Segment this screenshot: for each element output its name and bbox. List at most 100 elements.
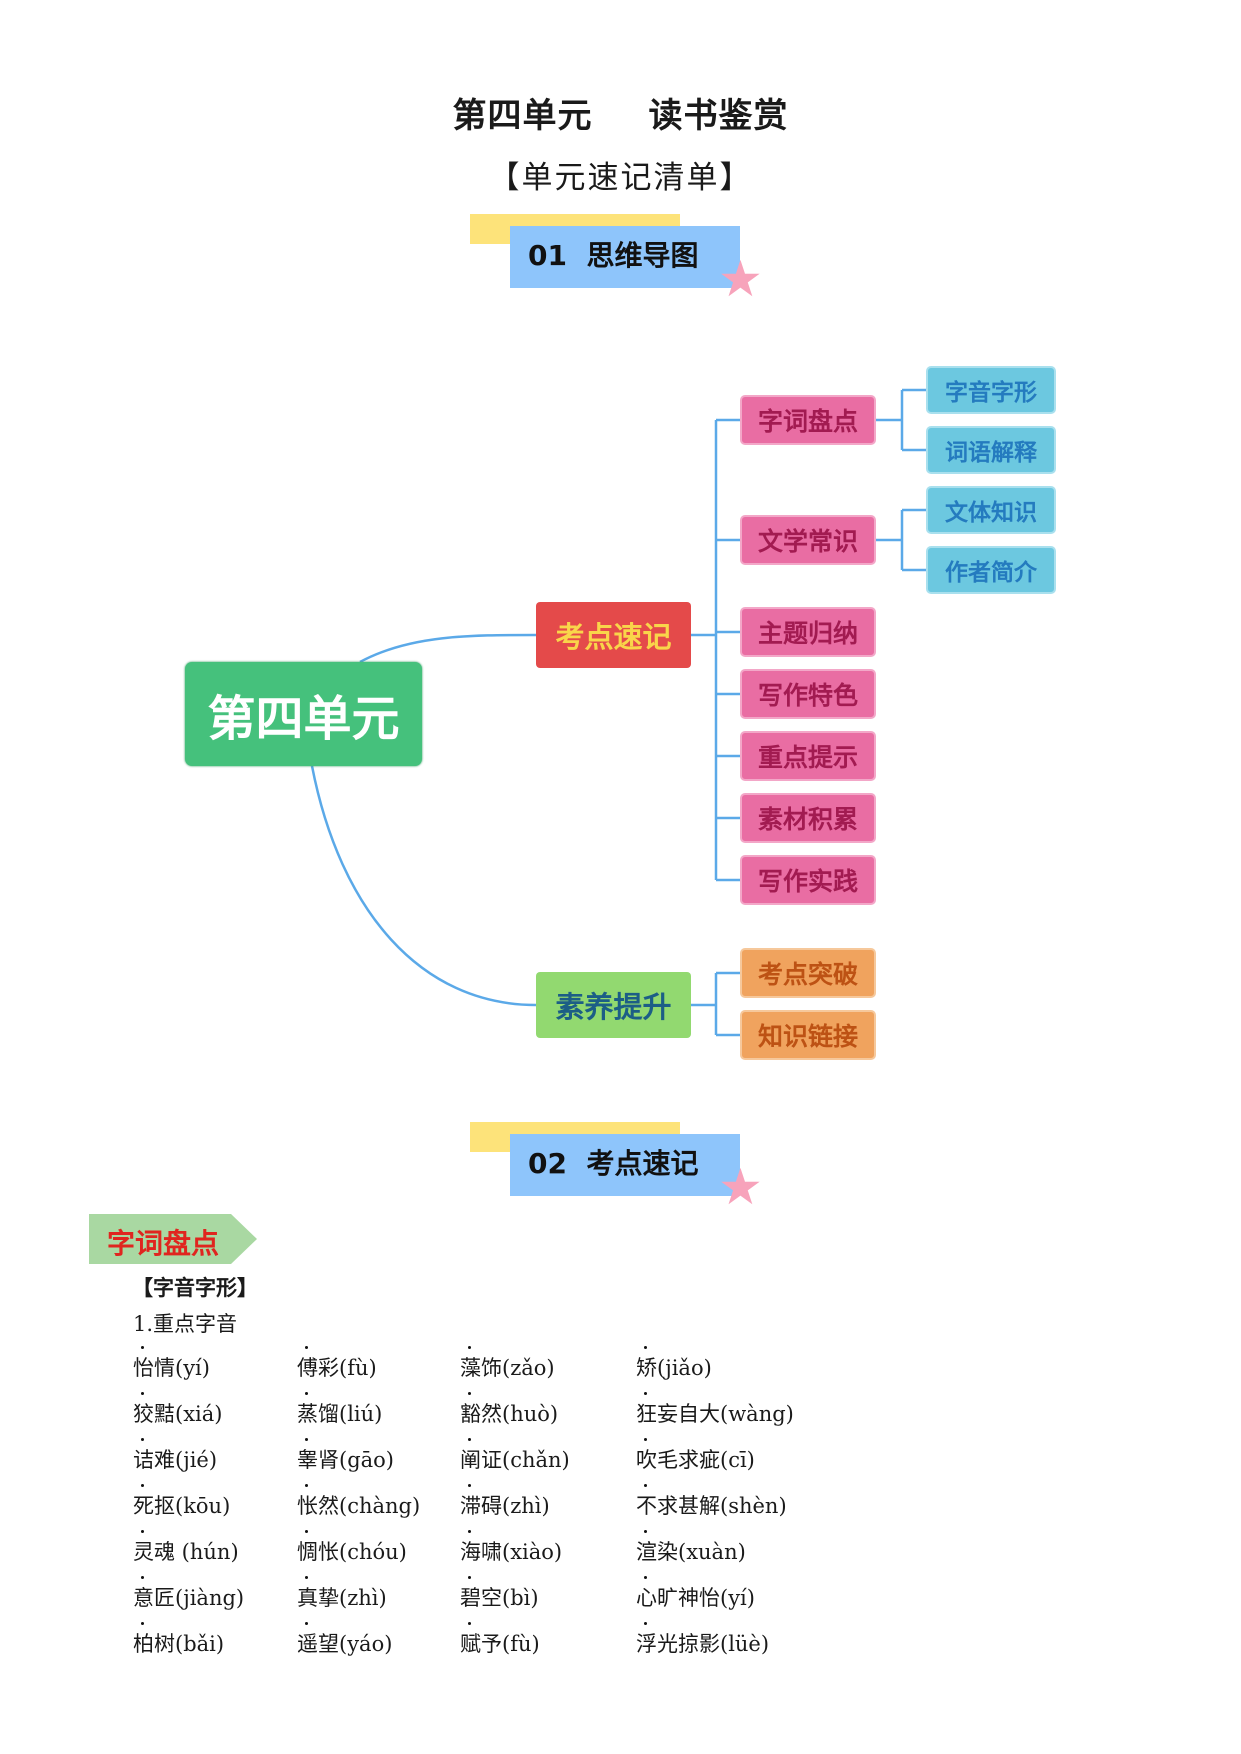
pronunciation-cell: 矫(jiǎo) (636, 1356, 712, 1380)
mindmap-leaf-zuozhe: 作者简介 (926, 546, 1056, 594)
mindmap-node-xiezuo-shijian: 写作实践 (740, 855, 876, 905)
emphasis-dot (305, 1484, 308, 1487)
pronunciation-cell: 赋予(fù) (460, 1632, 540, 1656)
section-tag-label: 01 思维导图 (528, 234, 698, 274)
mindmap-node-xiezuo-tese: 写作特色 (740, 669, 876, 719)
pronunciation-cell: 死抠(kōu) (133, 1494, 231, 1518)
emphasis-dot (468, 1530, 471, 1533)
section-title: 思维导图 (586, 239, 699, 272)
pronunciation-cell: 滞碍(zhì) (460, 1494, 550, 1518)
pronunciation-cell: 心旷神怡(yí) (636, 1586, 755, 1610)
pronunciation-cell: 睾肾(gāo) (297, 1448, 394, 1472)
emphasis-dot (305, 1438, 308, 1441)
pronunciation-cell: 渲染(xuàn) (636, 1540, 746, 1564)
pronunciation-cell: 遥望(yáo) (297, 1632, 393, 1656)
pronunciation-cell: 狡黠(xiá) (133, 1402, 223, 1426)
section-tag-mindmap: 01 思维导图 ★ (470, 214, 763, 304)
emphasis-dot (644, 1438, 647, 1441)
connector-zici (876, 388, 926, 452)
mindmap-node-lianjie: 知识链接 (740, 1010, 876, 1060)
section-title: 考点速记 (586, 1147, 699, 1180)
tag-blue-box (510, 1134, 740, 1196)
mindmap-node-sucai: 素材积累 (740, 793, 876, 843)
emphasis-dot (305, 1346, 308, 1349)
title-topic: 读书鉴赏 (648, 96, 789, 136)
emphasis-dot (644, 1392, 647, 1395)
mindmap-node-zhongdian: 重点提示 (740, 731, 876, 781)
mindmap-leaf-ciyu: 词语解释 (926, 426, 1056, 474)
emphasis-dot (305, 1530, 308, 1533)
pronunciation-cell: 不求甚解(shèn) (636, 1494, 787, 1518)
page-subtitle: 【单元速记清单】 (488, 160, 753, 196)
emphasis-dot (468, 1576, 471, 1579)
emphasis-dot (468, 1346, 471, 1349)
pronunciation-cell: 惆怅(chóu) (297, 1540, 407, 1564)
mindmap-root: 第四单元 (185, 662, 422, 766)
subheading: 【字音字形】 (132, 1275, 258, 1300)
pronunciation-cell: 狂妄自大(wàng) (636, 1402, 794, 1426)
connector-branch2-ticks (691, 971, 740, 1037)
emphasis-dot (141, 1530, 144, 1533)
emphasis-dot (468, 1484, 471, 1487)
mindmap-node-tupo: 考点突破 (740, 948, 876, 998)
pronunciation-cell: 藻饰(zǎo) (460, 1356, 555, 1380)
pronunciation-cell: 怡情(yí) (133, 1356, 210, 1380)
mindmap-branch-suyang: 素养提升 (536, 972, 691, 1038)
pronunciation-cell: 碧空(bì) (460, 1586, 539, 1610)
banner-label: 字词盘点 (107, 1227, 220, 1260)
list-heading: 1.重点字音 (133, 1312, 238, 1336)
mindmap-leaf-ziyin: 字音字形 (926, 366, 1056, 414)
mindmap-node-wenxue: 文学常识 (740, 515, 876, 565)
emphasis-dot (141, 1622, 144, 1625)
section-number: 02 (528, 1147, 567, 1180)
page-title: 第四单元 读书鉴赏 (0, 88, 1241, 137)
mindmap-leaf-wenti: 文体知识 (926, 486, 1056, 534)
emphasis-dot (141, 1438, 144, 1441)
pronunciation-cell: 豁然(huò) (460, 1402, 559, 1426)
emphasis-dot (141, 1484, 144, 1487)
emphasis-dot (644, 1622, 647, 1625)
title-unit: 第四单元 (452, 96, 593, 136)
mindmap-branch-kaodian: 考点速记 (536, 602, 691, 668)
banner-arrow-tip (231, 1214, 257, 1264)
section-tag-kaodian: 02 考点速记 ★ (470, 1122, 763, 1212)
pronunciation-cell: 吹毛求疵(cī) (636, 1448, 755, 1472)
pronunciation-cell: 柏树(bǎi) (133, 1632, 225, 1656)
star-icon: ★ (718, 250, 763, 308)
section-number: 01 (528, 239, 567, 272)
pronunciation-cell: 怅然(chàng) (297, 1494, 421, 1518)
emphasis-dot (468, 1622, 471, 1625)
mindmap-node-zhuti: 主题归纳 (740, 607, 876, 657)
emphasis-dot (644, 1346, 647, 1349)
connector-branch1-ticks (716, 418, 740, 882)
connector-wenxue (876, 508, 926, 572)
section-tag-label: 02 考点速记 (528, 1142, 698, 1182)
pronunciation-cell: 意匠(jiàng) (133, 1586, 245, 1610)
emphasis-dot (141, 1392, 144, 1395)
pronunciation-cell: 灵魂 (hún) (133, 1540, 239, 1564)
tag-blue-box (510, 226, 740, 288)
connector-root-branch1 (359, 633, 537, 664)
emphasis-dot (468, 1392, 471, 1395)
emphasis-dot (305, 1622, 308, 1625)
pronunciation-cell: 真挚(zhì) (297, 1586, 387, 1610)
emphasis-dot (644, 1576, 647, 1579)
emphasis-dot (644, 1484, 647, 1487)
pronunciation-cell: 海啸(xiào) (460, 1540, 563, 1564)
emphasis-dot (141, 1346, 144, 1349)
emphasis-dot (305, 1392, 308, 1395)
emphasis-dot (468, 1438, 471, 1441)
pronunciation-cell: 蒸馏(liú) (297, 1402, 383, 1426)
banner-background (89, 1214, 231, 1264)
connector-root-branch2 (310, 765, 537, 1007)
pronunciation-cell: 浮光掠影(lüè) (636, 1632, 770, 1656)
pronunciation-cell: 傅彩(fù) (297, 1356, 377, 1380)
emphasis-dot (644, 1530, 647, 1533)
star-icon: ★ (718, 1158, 763, 1216)
emphasis-dot (141, 1576, 144, 1579)
mindmap-node-zici: 字词盘点 (740, 395, 876, 445)
category-banner: 字词盘点 (89, 1214, 257, 1264)
pronunciation-cell: 阐证(chǎn) (460, 1448, 570, 1472)
